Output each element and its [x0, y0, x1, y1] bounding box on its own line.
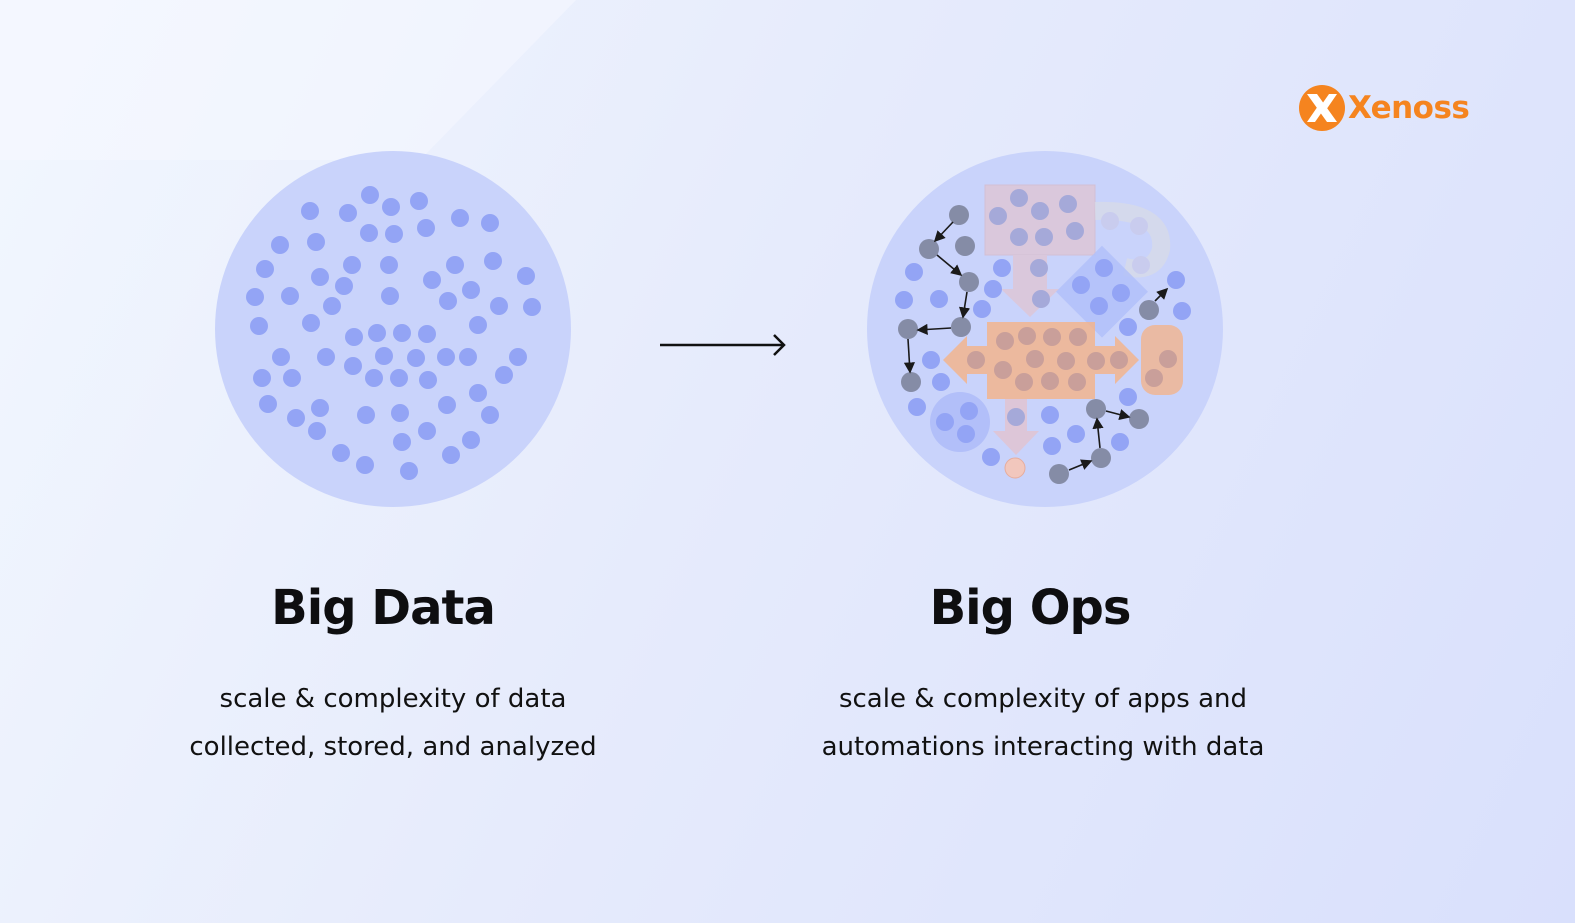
xenoss-logo-icon — [1299, 85, 1345, 131]
arrow-right-icon — [660, 334, 786, 356]
big-data-description: scale & complexity of data collected, st… — [93, 675, 693, 771]
brand-logo[interactable]: Xenoss — [1298, 82, 1470, 134]
brand-name: Xenoss — [1348, 90, 1470, 126]
flow-arrows — [903, 221, 1169, 471]
big-ops-description-line: scale & complexity of apps and — [838, 684, 1248, 714]
big-data-circle — [215, 151, 571, 507]
big-ops-description-line: automations interacting with data — [821, 732, 1265, 762]
big-ops-description: scale & complexity of apps and automatio… — [743, 675, 1343, 771]
data-dots — [246, 186, 541, 480]
big-data-description-line: collected, stored, and analyzed — [189, 732, 597, 762]
big-data-description-line: scale & complexity of data — [219, 684, 567, 714]
big-data-title: Big Data — [271, 580, 496, 636]
big-ops-circle — [867, 151, 1223, 507]
big-ops-title: Big Ops — [929, 580, 1132, 636]
